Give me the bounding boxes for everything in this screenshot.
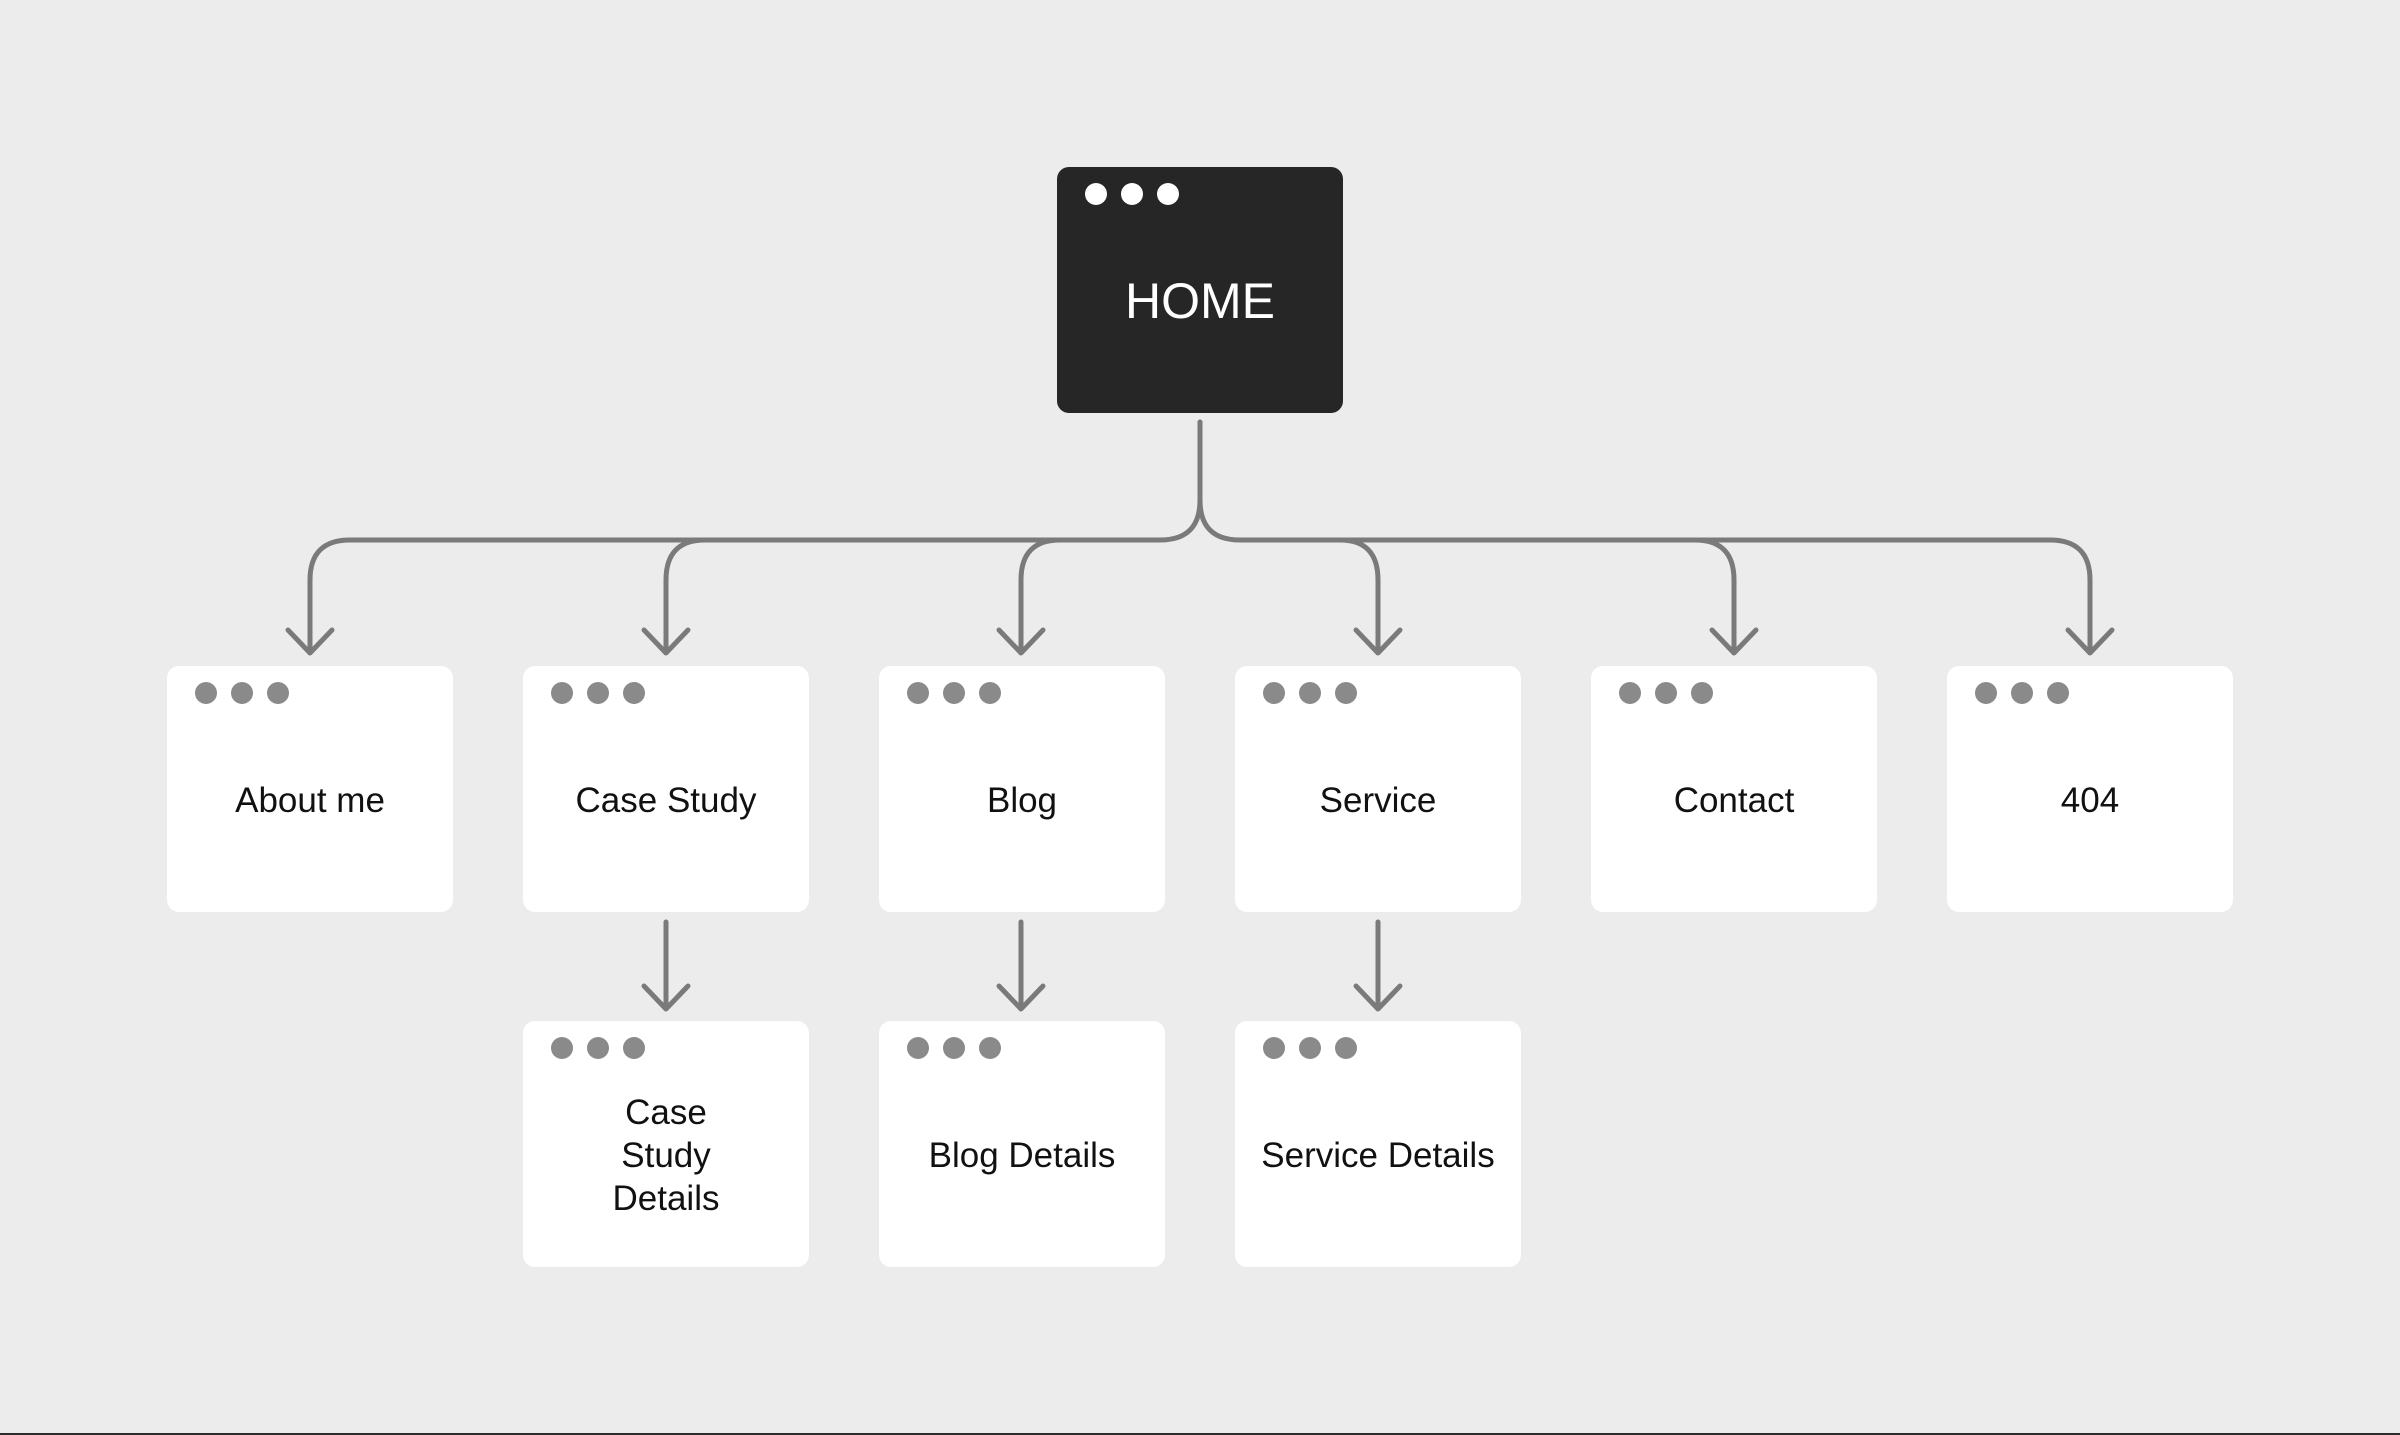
connector-branch-right — [1197, 497, 2093, 653]
window-dots-icon — [1085, 183, 1179, 205]
arrowhead-404 — [2065, 627, 2115, 656]
window-dots-icon — [1263, 1037, 1357, 1059]
window-dots-icon — [907, 682, 1001, 704]
node-404: 404 — [1947, 666, 2233, 912]
node-blog: Blog — [879, 666, 1165, 912]
node-case-study-details: Case Study Details — [523, 1021, 809, 1267]
connector-drop-service — [1337, 537, 1381, 653]
node-blog-details: Blog Details — [879, 1021, 1165, 1267]
window-dots-icon — [551, 682, 645, 704]
node-label: 404 — [2060, 780, 2120, 820]
node-service-details: Service Details — [1235, 1021, 1521, 1267]
window-dots-icon — [1975, 682, 2069, 704]
arrowhead-case-study-details — [641, 983, 691, 1012]
connector-branch-left — [307, 497, 1203, 653]
node-case-study: Case Study — [523, 666, 809, 912]
node-label: HOME — [1125, 273, 1275, 329]
arrowhead-blog — [996, 627, 1046, 656]
window-dots-icon — [1619, 682, 1713, 704]
window-dots-icon — [907, 1037, 1001, 1059]
window-dots-icon — [195, 682, 289, 704]
node-label: Case Study — [575, 780, 757, 820]
arrowhead-case-study — [641, 627, 691, 656]
node-service: Service — [1235, 666, 1521, 912]
node-label: Case Study Details — [612, 1092, 720, 1218]
window-dots-icon — [551, 1037, 645, 1059]
node-contact: Contact — [1591, 666, 1877, 912]
arrowhead-about — [285, 627, 335, 656]
connector-drop-case-study — [663, 537, 708, 653]
node-label: Blog Details — [928, 1135, 1116, 1175]
node-label: Service Details — [1261, 1135, 1495, 1175]
node-label: About me — [235, 780, 385, 820]
node-about-me: About me — [167, 666, 453, 912]
arrowhead-service-details — [1353, 983, 1403, 1012]
bottom-divider — [0, 1433, 2400, 1435]
node-label: Blog — [986, 780, 1058, 820]
arrowhead-service — [1353, 627, 1403, 656]
node-home: HOME — [1057, 167, 1343, 413]
arrowhead-contact — [1709, 627, 1759, 656]
connector-drop-blog — [1018, 537, 1063, 653]
node-label: Service — [1319, 780, 1437, 820]
arrowhead-blog-details — [996, 983, 1046, 1012]
window-dots-icon — [1263, 682, 1357, 704]
connector-drop-contact — [1692, 537, 1737, 653]
node-label: Contact — [1673, 780, 1795, 820]
